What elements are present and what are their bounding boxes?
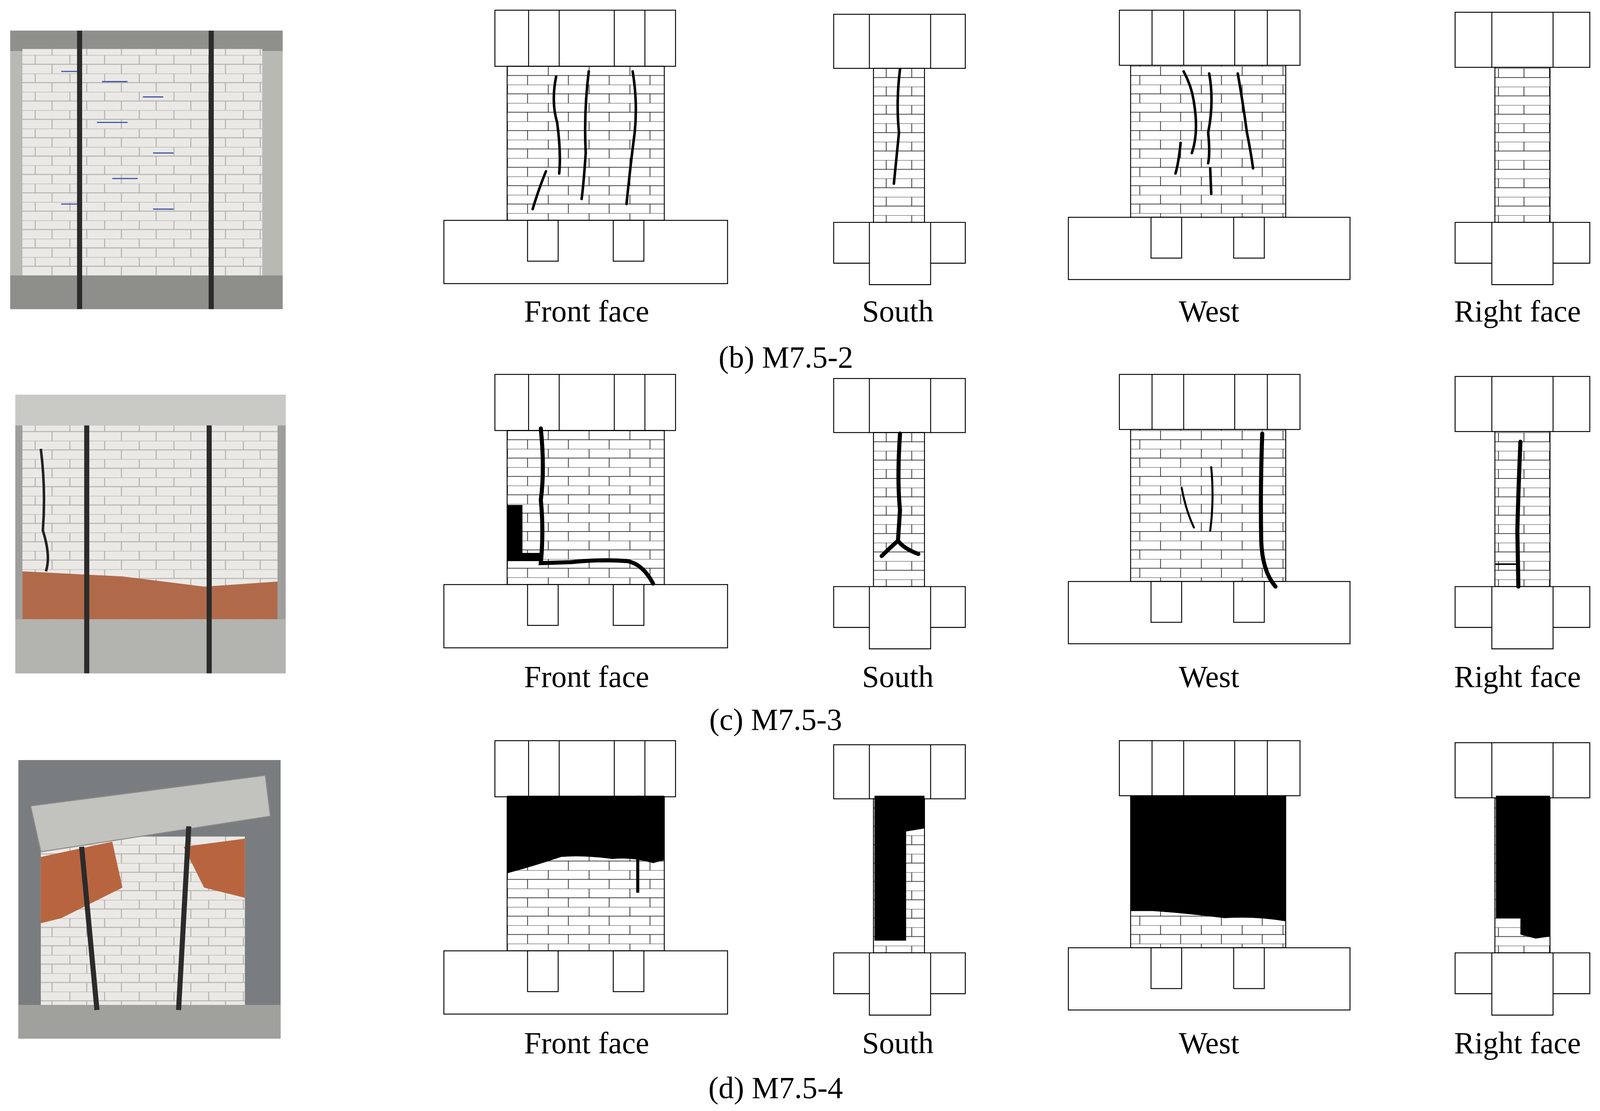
view-label: Right face <box>1454 661 1582 692</box>
view-label: South <box>862 1027 934 1059</box>
damage-d <box>507 795 1551 941</box>
view-label: Right face <box>1454 295 1582 327</box>
view-label: Right face <box>1454 1027 1582 1059</box>
view-label: West <box>1178 661 1240 692</box>
view-label: Front face <box>524 661 650 692</box>
subfigure-caption: (d) M7.5-4 <box>708 1072 843 1103</box>
view-label: West <box>1178 295 1240 327</box>
view-label: South <box>862 661 934 692</box>
cracks-c <box>507 428 1521 587</box>
view-label: South <box>862 295 934 327</box>
cracks-b <box>532 69 1254 210</box>
subfigure-caption: (c) M7.5-3 <box>709 704 843 735</box>
view-label: Front face <box>524 1027 650 1059</box>
photo-d <box>18 759 281 1039</box>
photo-c <box>15 394 286 674</box>
view-label: Front face <box>524 295 650 327</box>
view-label: West <box>1178 1027 1240 1059</box>
photo-b <box>10 30 283 310</box>
subfigure-caption: (b) M7.5-2 <box>718 341 854 373</box>
